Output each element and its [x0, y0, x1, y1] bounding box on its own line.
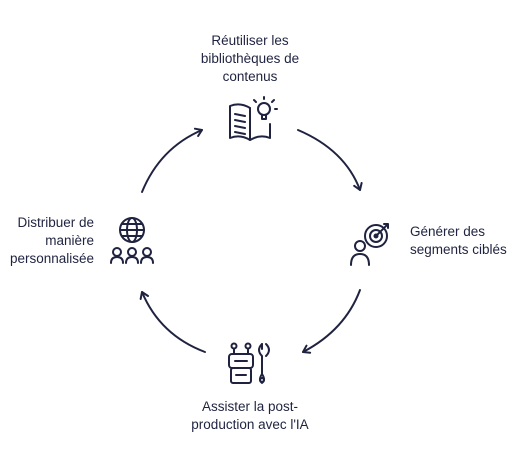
- step-label-generate-segments: Générer des segments ciblés: [410, 224, 507, 257]
- step-label-ai-post-production: Assister la post- production avec l'IA: [191, 399, 309, 432]
- step-label-personalized-distribution: Distribuer de manière personnalisée: [9, 215, 94, 266]
- arrow-bottom-left: [139, 291, 206, 353]
- arrow-bottom-right: [302, 289, 361, 354]
- globe-people-icon: [110, 217, 154, 264]
- robot-wrench-icon: [228, 342, 270, 384]
- person-target-icon: [350, 223, 389, 266]
- book-lightbulb-icon: [229, 96, 278, 141]
- arrow-top-right: [297, 129, 363, 191]
- arrow-top-left: [141, 127, 203, 193]
- step-label-reuse-libraries: Réutiliser les bibliothèques de contenus: [200, 33, 300, 84]
